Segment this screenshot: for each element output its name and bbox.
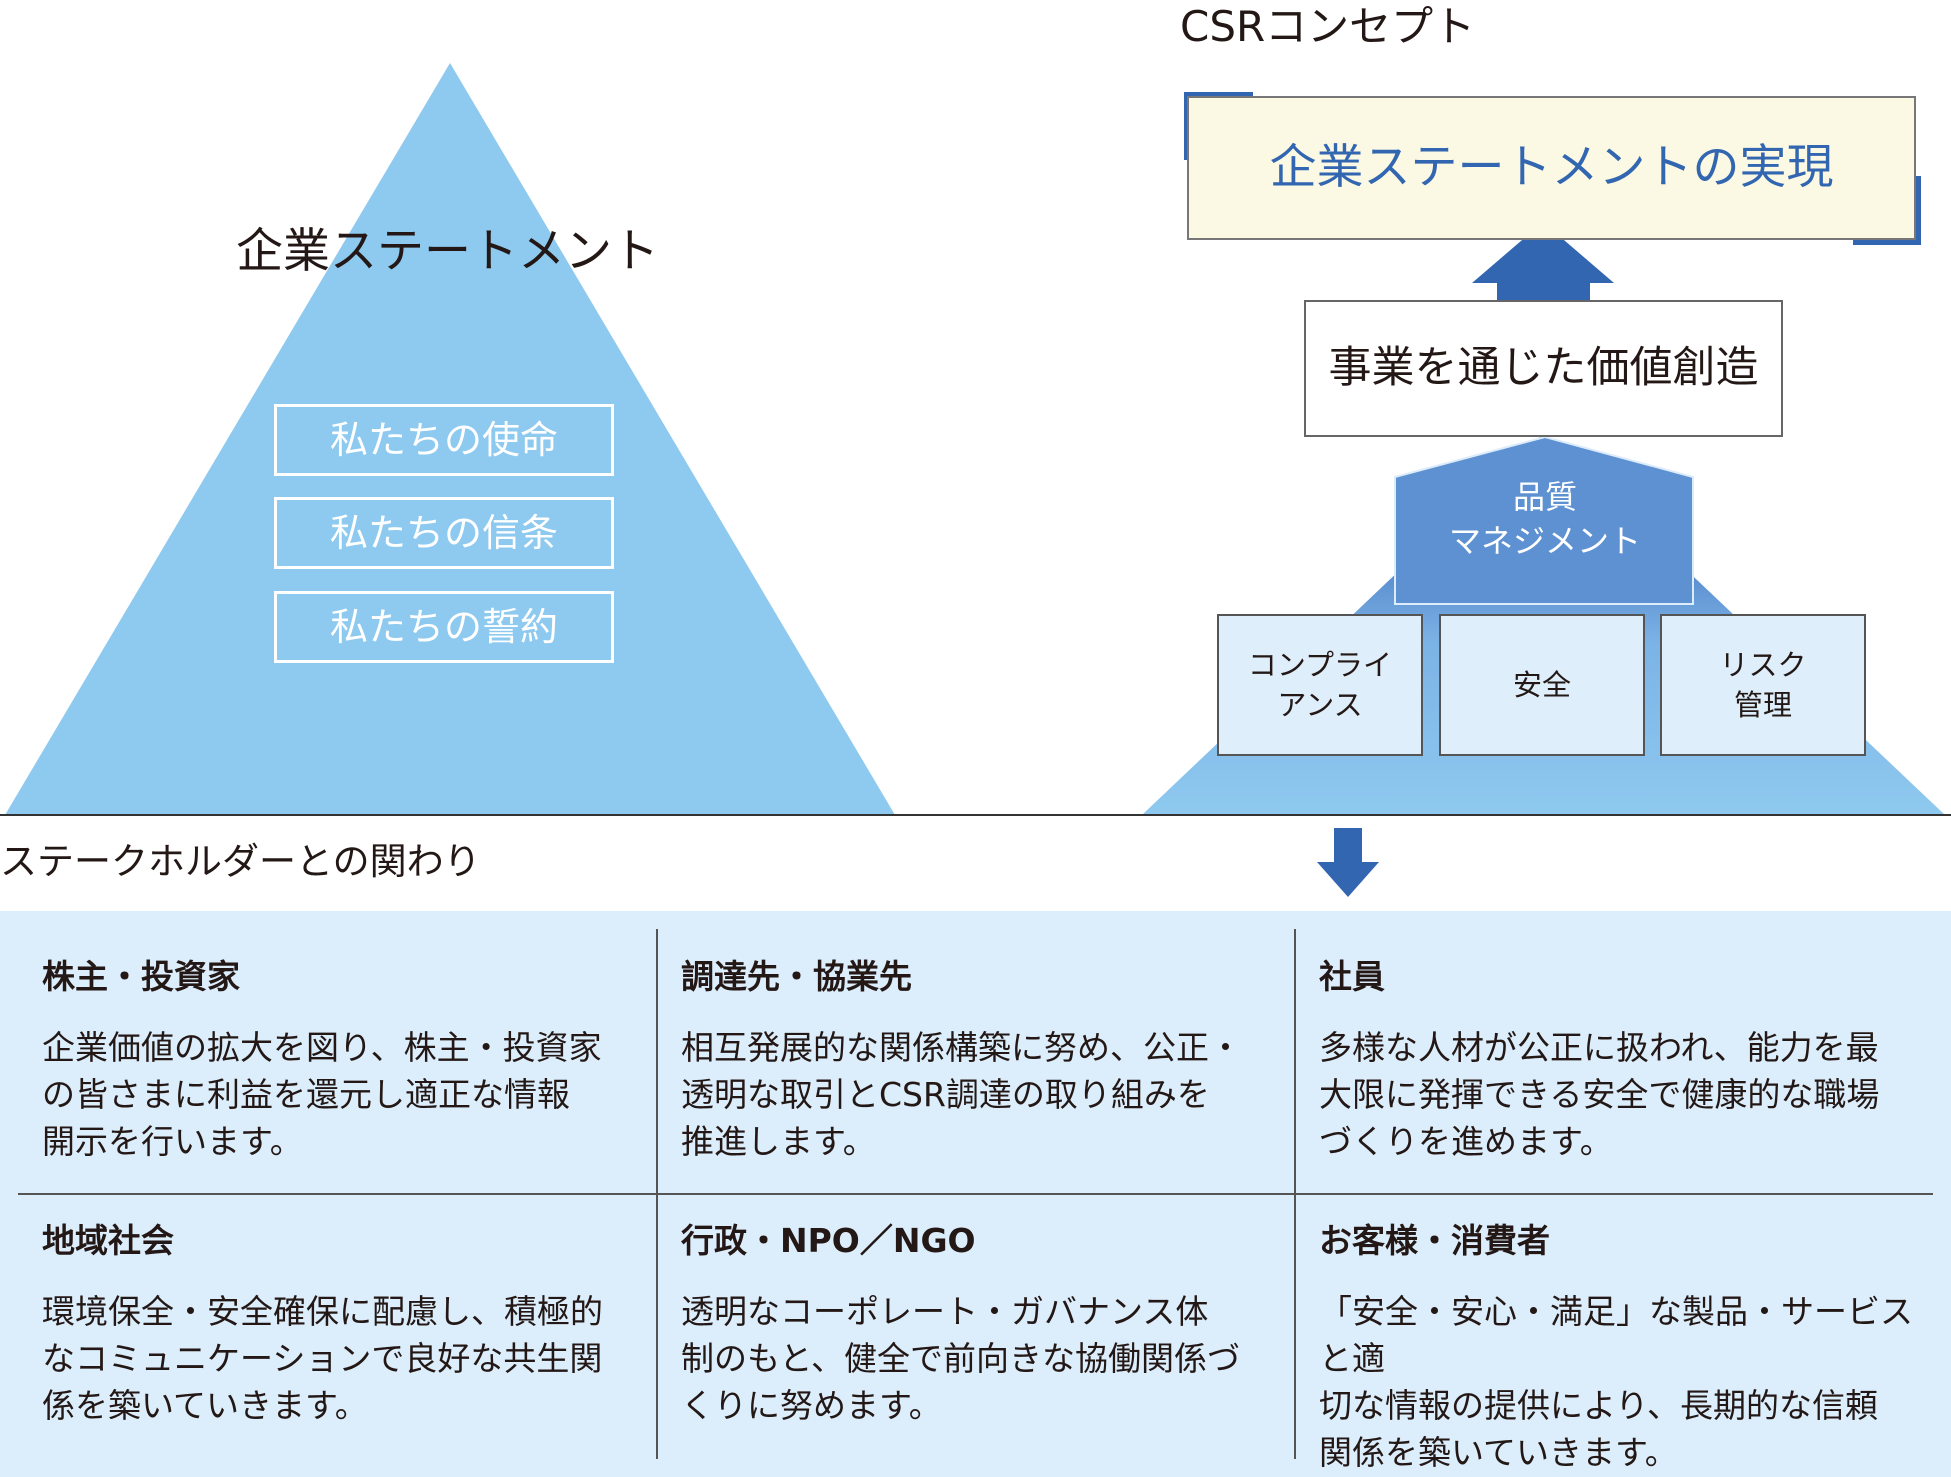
pillar-compliance-line-2: アンス <box>1277 688 1363 722</box>
stakeholder-heading: ステークホルダーとの関わり <box>0 840 481 883</box>
cell-line: 多様な人材が公正に扱われ、能力を最 <box>1319 1028 1879 1067</box>
cell-line: 開示を行います。 <box>42 1122 303 1161</box>
statement-realization-box: 企業ステートメントの実現 <box>1187 96 1916 240</box>
down-arrow-icon <box>1317 828 1379 897</box>
pillar-safety-line-1: 安全 <box>1512 668 1571 702</box>
cell-description: 「安全・安心・満足」な製品・サービスと適 切な情報の提供により、長期的な信頼 関… <box>1319 1288 1929 1476</box>
stakeholder-cell-employees: 社員 多様な人材が公正に扱われ、能力を最 大限に発揮できる安全で健康的な職場 づ… <box>1319 955 1919 1165</box>
pillar-risk-line-1: リスク <box>1719 648 1807 682</box>
cell-description: 透明なコーポレート・ガバナンス体 制のもと、健全で前向きな協働関係づ くりに努め… <box>681 1288 1281 1429</box>
cell-title: 地域社会 <box>42 1221 174 1260</box>
quality-line-1: 品質 <box>1512 478 1577 516</box>
cell-line: 係を築いていきます。 <box>42 1386 368 1425</box>
pillar-compliance-line-1: コンプライ <box>1247 648 1393 682</box>
cell-line: なコミュニケーションで良好な共生関 <box>42 1339 603 1378</box>
cell-title: お客様・消費者 <box>1319 1221 1550 1260</box>
cell-line: 「安全・安心・満足」な製品・サービスと適 <box>1319 1292 1913 1378</box>
cell-title: 株主・投資家 <box>42 957 240 996</box>
cell-description: 企業価値の拡大を図り、株主・投資家 の皆さまに利益を還元し適正な情報 開示を行い… <box>42 1024 642 1165</box>
value-creation-box: 事業を通じた価値創造 <box>1304 300 1783 437</box>
cell-line: 相互発展的な関係構築に努め、公正・ <box>681 1028 1242 1067</box>
cell-line: 関係を築いていきます。 <box>1319 1433 1678 1472</box>
quality-line-2: マネジメント <box>1448 522 1641 560</box>
cell-title: 調達先・協業先 <box>681 957 912 996</box>
cell-line: 企業価値の拡大を図り、株主・投資家 <box>42 1028 602 1067</box>
stakeholder-panel: 株主・投資家 企業価値の拡大を図り、株主・投資家 の皆さまに利益を還元し適正な情… <box>0 911 1951 1477</box>
panel-dividers <box>18 929 1933 1459</box>
cell-line: 制のもと、健全で前向きな協働関係づ <box>681 1339 1241 1378</box>
pillar-risk-management: リスク 管理 <box>1660 614 1866 756</box>
cell-line: 推進します。 <box>681 1122 876 1161</box>
up-arrow-icon <box>1472 222 1614 302</box>
stakeholder-cell-suppliers: 調達先・協業先 相互発展的な関係構築に努め、公正・ 透明な取引とCSR調達の取り… <box>681 955 1281 1165</box>
cell-title: 行政・NPO／NGO <box>681 1221 976 1260</box>
cell-line: 透明な取引とCSR調達の取り組みを <box>681 1075 1210 1114</box>
pillar-risk-line-2: 管理 <box>1733 688 1792 722</box>
cell-line: 大限に発揮できる安全で健康的な職場 <box>1319 1075 1880 1114</box>
cell-line: 環境保全・安全確保に配慮し、積極的 <box>42 1292 603 1331</box>
pledge-box: 私たちの誓約 <box>274 591 614 663</box>
stakeholder-cell-community: 地域社会 環境保全・安全確保に配慮し、積極的 なコミュニケーションで良好な共生関… <box>42 1219 642 1429</box>
cell-title: 社員 <box>1319 957 1385 996</box>
quality-house-shape <box>1394 435 1694 605</box>
quality-management-label: 品質 マネジメント <box>1395 475 1695 563</box>
stakeholder-cell-customers: お客様・消費者 「安全・安心・満足」な製品・サービスと適 切な情報の提供により、… <box>1319 1219 1929 1476</box>
cell-description: 環境保全・安全確保に配慮し、積極的 なコミュニケーションで良好な共生関 係を築い… <box>42 1288 642 1429</box>
pillar-compliance: コンプライ アンス <box>1217 614 1423 756</box>
creed-box: 私たちの信条 <box>274 497 614 569</box>
stakeholder-cell-shareholders: 株主・投資家 企業価値の拡大を図り、株主・投資家 の皆さまに利益を還元し適正な情… <box>42 955 642 1165</box>
cell-description: 相互発展的な関係構築に努め、公正・ 透明な取引とCSR調達の取り組みを 推進しま… <box>681 1024 1281 1165</box>
cell-description: 多様な人材が公正に扱われ、能力を最 大限に発揮できる安全で健康的な職場 づくりを… <box>1319 1024 1919 1165</box>
cell-line: の皆さまに利益を還元し適正な情報 <box>42 1075 570 1114</box>
cell-line: づくりを進めます。 <box>1319 1122 1613 1161</box>
goal-bracket-bottom-right <box>1853 176 1921 245</box>
pillar-safety: 安全 <box>1439 614 1645 756</box>
cell-line: 切な情報の提供により、長期的な信頼 <box>1319 1386 1879 1425</box>
cell-line: 透明なコーポレート・ガバナンス体 <box>681 1292 1209 1331</box>
cell-line: くりに努めます。 <box>681 1386 942 1425</box>
csr-concept-heading: CSRコンセプト <box>1180 2 1476 51</box>
left-pyramid <box>5 63 895 815</box>
mission-box: 私たちの使命 <box>274 404 614 476</box>
corporate-statement-title: 企業ステートメント <box>236 224 659 279</box>
stakeholder-cell-government-npo: 行政・NPO／NGO 透明なコーポレート・ガバナンス体 制のもと、健全で前向きな… <box>681 1219 1281 1429</box>
